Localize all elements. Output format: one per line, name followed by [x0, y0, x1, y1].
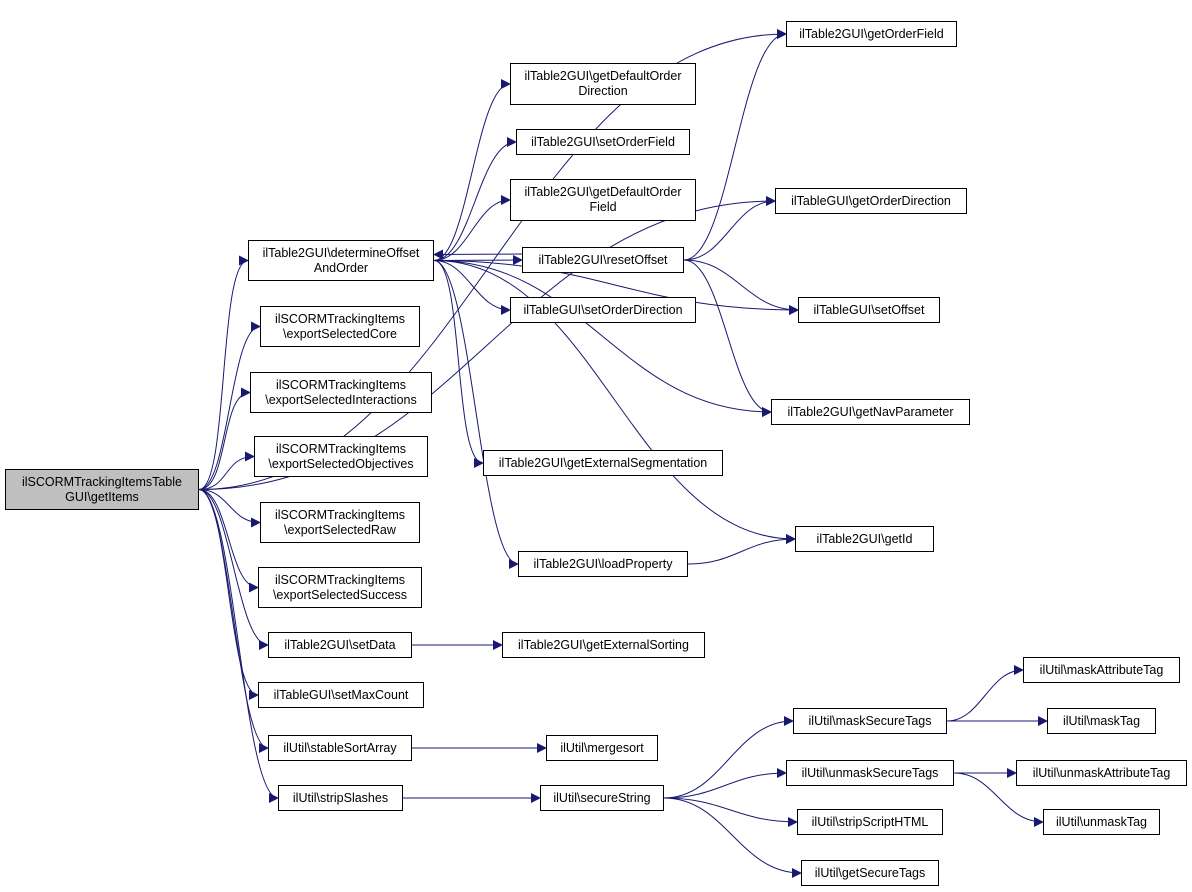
edge-root-to-exportSelectedCore	[198, 321, 261, 490]
node-exportselectedraw[interactable]: ilSCORMTrackingItems \exportSelectedRaw	[260, 502, 420, 543]
edge-determineOffsetAndOrder-to-setOrderField	[433, 137, 517, 261]
edge-secureString-to-stripScriptHTML	[663, 797, 798, 827]
edge-root-to-determineOffsetAndOrder	[198, 255, 249, 490]
edge-maskSecureTags-to-maskAttributeTag	[946, 665, 1024, 722]
edge-determineOffsetAndOrder-to-getDefaultOrderField	[433, 195, 511, 261]
edge-determineOffsetAndOrder-to-getDefaultOrderDirection	[433, 79, 511, 261]
edge-determineOffsetAndOrder-to-setOffset	[433, 260, 799, 315]
node-getorderdirection[interactable]: ilTableGUI\getOrderDirection	[775, 188, 967, 214]
edge-secureString-to-maskSecureTags	[663, 716, 794, 799]
edge-resetOffset-to-determineOffsetAndOrder	[433, 249, 523, 260]
node-getdefaultorderfield[interactable]: ilTable2GUI\getDefaultOrder Field	[510, 179, 696, 221]
node-getorderfield[interactable]: ilTable2GUI\getOrderField	[786, 21, 957, 47]
edge-resetOffset-to-setOffset	[683, 259, 799, 315]
node-masktag[interactable]: ilUtil\maskTag	[1047, 708, 1156, 734]
node-stripslashes[interactable]: ilUtil\stripSlashes	[278, 785, 403, 811]
edge-determineOffsetAndOrder-to-getNavParameter	[433, 260, 772, 417]
node-exportselectedsuccess[interactable]: ilSCORMTrackingItems \exportSelectedSucc…	[258, 567, 422, 608]
edge-root-to-setData	[198, 489, 269, 650]
edge-determineOffsetAndOrder-to-setOrderDirection	[433, 260, 511, 315]
node-exportselectedobjectives[interactable]: ilSCORMTrackingItems \exportSelectedObje…	[254, 436, 428, 477]
edge-root-to-exportSelectedObjectives	[198, 451, 255, 490]
edge-secureString-to-unmaskSecureTags	[663, 768, 787, 799]
edge-resetOffset-to-getOrderField	[683, 29, 787, 261]
edge-resetOffset-to-getOrderDirection	[683, 196, 776, 261]
node-setdata[interactable]: ilTable2GUI\setData	[268, 632, 412, 658]
edge-secureString-to-getSecureTags	[663, 797, 802, 878]
node-exportselectedcore[interactable]: ilSCORMTrackingItems \exportSelectedCore	[260, 306, 420, 347]
node-exportselectedinteractions[interactable]: ilSCORMTrackingItems \exportSelectedInte…	[250, 372, 432, 413]
node-setorderdirection[interactable]: ilTableGUI\setOrderDirection	[510, 297, 696, 323]
node-setmaxcount[interactable]: ilTableGUI\setMaxCount	[258, 682, 424, 708]
node-getsecuretags[interactable]: ilUtil\getSecureTags	[801, 860, 939, 886]
node-maskattributetag[interactable]: ilUtil\maskAttributeTag	[1023, 657, 1180, 683]
edge-root-to-stableSortArray	[198, 489, 269, 753]
edge-loadProperty-to-getId	[687, 534, 796, 565]
node-setorderfield[interactable]: ilTable2GUI\setOrderField	[516, 129, 690, 155]
edge-root-to-exportSelectedSuccess	[198, 489, 259, 593]
node-stripscripthtml[interactable]: ilUtil\stripScriptHTML	[797, 809, 943, 835]
node-unmasksecuretags[interactable]: ilUtil\unmaskSecureTags	[786, 760, 954, 786]
node-resetoffset[interactable]: ilTable2GUI\resetOffset	[522, 247, 684, 273]
node-getnavparameter[interactable]: ilTable2GUI\getNavParameter	[771, 399, 970, 425]
node-setoffset[interactable]: ilTableGUI\setOffset	[798, 297, 940, 323]
node-determineoffsetandorder[interactable]: ilTable2GUI\determineOffset AndOrder	[248, 240, 434, 281]
node-getexternalsorting[interactable]: ilTable2GUI\getExternalSorting	[502, 632, 705, 658]
node-getexternalsegmentation[interactable]: ilTable2GUI\getExternalSegmentation	[483, 450, 723, 476]
node-getid[interactable]: ilTable2GUI\getId	[795, 526, 934, 552]
node-masksecuretags[interactable]: ilUtil\maskSecureTags	[793, 708, 947, 734]
node-mergesort[interactable]: ilUtil\mergesort	[546, 735, 658, 761]
node-getdefaultorderdirection[interactable]: ilTable2GUI\getDefaultOrder Direction	[510, 63, 696, 105]
node-securestring[interactable]: ilUtil\secureString	[540, 785, 664, 811]
node-unmasktag[interactable]: ilUtil\unmaskTag	[1043, 809, 1160, 835]
edge-determineOffsetAndOrder-to-getExternalSegmentation	[433, 260, 484, 468]
edge-root-to-exportSelectedInteractions	[198, 387, 251, 490]
edge-root-to-exportSelectedRaw	[198, 489, 261, 528]
edge-determineOffsetAndOrder-to-loadProperty	[433, 260, 519, 569]
edge-unmaskSecureTags-to-unmaskTag	[953, 772, 1044, 827]
node-unmaskattributetag[interactable]: ilUtil\unmaskAttributeTag	[1016, 760, 1187, 786]
node-loadproperty[interactable]: ilTable2GUI\loadProperty	[518, 551, 688, 577]
edge-determineOffsetAndOrder-to-getId	[433, 260, 796, 544]
node-stablesortarray[interactable]: ilUtil\stableSortArray	[268, 735, 412, 761]
edge-resetOffset-to-getNavParameter	[683, 259, 772, 417]
node-root-getitems: ilSCORMTrackingItemsTable GUI\getItems	[5, 469, 199, 510]
edge-root-to-stripSlashes	[198, 489, 279, 803]
